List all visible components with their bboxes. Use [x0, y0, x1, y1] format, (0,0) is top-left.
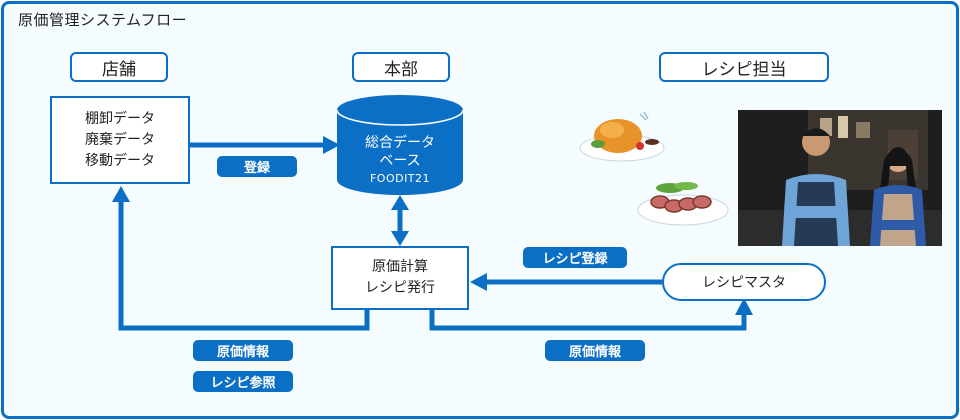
arrow-calc-to-store [118, 200, 370, 331]
store-data-box: 棚卸データ 廃棄データ 移動データ [50, 96, 190, 184]
recipe-master-node: レシピマスタ [662, 263, 826, 301]
store-data-line: 棚卸データ [85, 110, 155, 127]
store-data-line: 移動データ [85, 152, 155, 169]
arrowhead-store [112, 186, 130, 202]
arrowhead-calc [470, 273, 487, 291]
sliced-roast-beef-illustration [637, 182, 729, 226]
store-data-line: 廃棄データ [85, 131, 155, 148]
header-hq: 本部 [352, 52, 450, 82]
arrowhead-db [323, 136, 340, 154]
tag-cost-info-left: 原価情報 [193, 340, 293, 361]
staff-photo-scene [738, 110, 942, 246]
arrowhead-down-calc [391, 231, 409, 246]
cost-calc-line: 原価計算 [372, 259, 428, 275]
tag-recipe-reference: レシピ参照 [193, 371, 293, 392]
database-line2: ベース [379, 153, 421, 169]
header-store: 店舗 [70, 52, 168, 82]
tag-cost-info-right: 原価情報 [545, 340, 645, 361]
database-cylinder [336, 95, 464, 195]
arrowhead-up-db [391, 195, 409, 210]
cost-calc-line: レシピ発行 [365, 280, 435, 296]
header-recipe-staff: レシピ担当 [659, 52, 829, 82]
cost-calc-box: 原価計算 レシピ発行 [331, 246, 469, 310]
tag-register: 登録 [217, 156, 297, 177]
roast-chicken-illustration [579, 111, 665, 162]
tag-recipe-register: レシピ登録 [523, 247, 627, 268]
arrowhead-master [735, 298, 753, 315]
database-line1: 総合データ [365, 135, 435, 151]
arrow-calc-to-master [429, 309, 747, 331]
database-label: 総合データ ベース FOODIT21 [337, 134, 463, 188]
diagram-title: 原価管理システムフロー [18, 11, 188, 29]
database-name: FOODIT21 [369, 172, 431, 185]
restaurant-staff-photo [738, 110, 942, 246]
